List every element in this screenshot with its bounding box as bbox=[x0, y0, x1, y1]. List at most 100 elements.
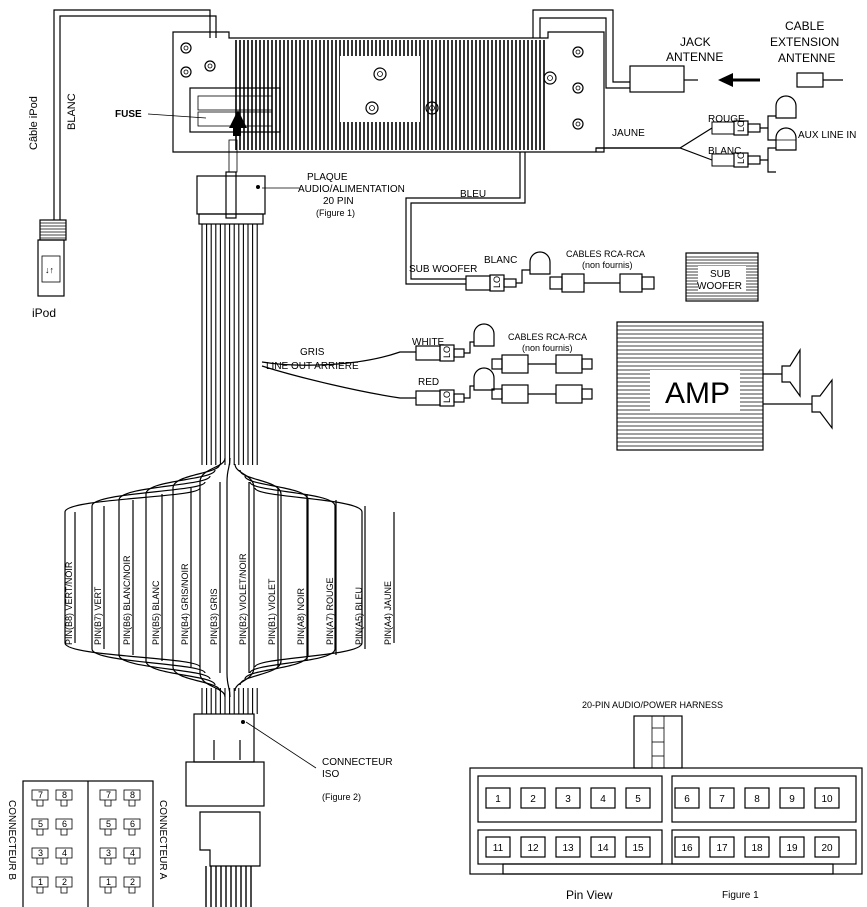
harness-pin-number: 9 bbox=[789, 794, 795, 805]
harness-pin-number: 1 bbox=[495, 794, 501, 805]
harness-pin bbox=[555, 787, 581, 809]
harness-pin-number: 10 bbox=[821, 794, 833, 805]
pin-label: PIN(B4) GRIS/NOIR bbox=[180, 563, 190, 645]
harness-pin bbox=[674, 836, 700, 858]
harness-pin-number: 7 bbox=[719, 794, 725, 805]
iso-pin-number: 6 bbox=[130, 819, 135, 829]
pin-label: PIN(B5) BLANC bbox=[151, 580, 161, 645]
non-fournis-1: (non fournis) bbox=[582, 260, 633, 270]
harness-pin-number: 16 bbox=[681, 843, 693, 854]
cable-extension-line2: EXTENSION bbox=[770, 35, 839, 49]
insert-arrow-icon bbox=[718, 73, 733, 87]
harness-pin-number: 11 bbox=[493, 843, 504, 854]
cable-extension-line3: ANTENNE bbox=[778, 51, 835, 65]
cables-rca-1: CABLES RCA-RCA bbox=[566, 249, 645, 259]
fuse-arrow-icon bbox=[229, 110, 247, 128]
harness-pin bbox=[709, 836, 735, 858]
svg-text:LO: LO bbox=[492, 276, 502, 288]
sub-woofer-box bbox=[685, 252, 759, 302]
amp-label: AMP bbox=[665, 377, 730, 410]
sub-box-line1: SUB bbox=[710, 269, 731, 280]
iso-pin-number: 1 bbox=[38, 877, 43, 887]
figure-1-label: Figure 1 bbox=[722, 890, 759, 901]
svg-text:LO: LO bbox=[442, 391, 452, 403]
connecteur-iso-line1: CONNECTEUR bbox=[322, 757, 393, 768]
harness-pin-number: 17 bbox=[716, 843, 728, 854]
iso-pin-number: 3 bbox=[38, 848, 43, 858]
harness-pin bbox=[709, 787, 735, 809]
iso-pin-number: 1 bbox=[106, 877, 111, 887]
harness-pin-number: 13 bbox=[562, 843, 574, 854]
gris-label: GRIS bbox=[300, 347, 325, 358]
harness-pin-number: 6 bbox=[684, 794, 690, 805]
pin-label: PIN(B2) VIOLET/NOIR bbox=[238, 553, 248, 645]
harness-pin bbox=[520, 787, 546, 809]
plaque-connector bbox=[196, 171, 266, 225]
iso-pin-number: 5 bbox=[38, 819, 43, 829]
ipod-cable: ↓↑ bbox=[37, 9, 217, 297]
rouge-label: ROUGE bbox=[708, 114, 745, 125]
harness-title: 20-PIN AUDIO/POWER HARNESS bbox=[582, 700, 723, 710]
ipod-label: iPod bbox=[32, 306, 56, 320]
pin-label: PIN(B8) VERT/NOIR bbox=[64, 561, 74, 645]
red-label: RED bbox=[418, 377, 439, 388]
wire-bundle bbox=[201, 224, 258, 714]
plaque-line1: PLAQUE bbox=[307, 172, 348, 183]
aux-line-in-cable: LO LO bbox=[595, 95, 797, 173]
pin-label: PIN(B6) BLANC/NOIR bbox=[122, 555, 132, 645]
svg-text:LO: LO bbox=[736, 152, 746, 164]
harness-pin bbox=[625, 787, 651, 809]
jack-antenne-line2: ANTENNE bbox=[666, 50, 723, 64]
ipod-cable-label: Câble iPod bbox=[28, 96, 40, 150]
iso-pin-number: 2 bbox=[130, 877, 135, 887]
harness-pin-number: 8 bbox=[754, 794, 760, 805]
harness-pin bbox=[779, 836, 805, 858]
svg-text:LO: LO bbox=[442, 346, 452, 358]
harness-pin-number: 2 bbox=[530, 794, 536, 805]
harness-pin bbox=[485, 787, 511, 809]
iso-pin-number: 7 bbox=[106, 790, 111, 800]
harness-pin bbox=[590, 836, 616, 858]
sub-woofer-cable: LO bbox=[405, 152, 655, 293]
speaker-icon bbox=[781, 347, 801, 398]
pin-label: PIN(A8) NOIR bbox=[296, 587, 306, 645]
iso-pin-number: 2 bbox=[62, 877, 67, 887]
cables-rca-2: CABLES RCA-RCA bbox=[508, 332, 587, 342]
blanc-sub-label: BLANC bbox=[484, 255, 517, 266]
harness-pin bbox=[814, 836, 840, 858]
head-unit bbox=[172, 31, 605, 173]
harness-pin bbox=[485, 836, 511, 858]
cable-extension-line1: CABLE bbox=[785, 19, 824, 33]
iso-pin-number: 8 bbox=[130, 790, 135, 800]
harness-pin bbox=[814, 787, 840, 809]
connecteur-a-label: CONNECTEUR A bbox=[157, 800, 168, 880]
pin-label: PIN(B3) GRIS bbox=[209, 588, 219, 645]
harness-pin bbox=[744, 836, 770, 858]
harness-pin bbox=[555, 836, 581, 858]
jaune-label: JAUNE bbox=[612, 128, 645, 139]
amplifier bbox=[616, 321, 833, 451]
harness-pin bbox=[744, 787, 770, 809]
harness-pin bbox=[674, 787, 700, 809]
iso-pin-number: 3 bbox=[106, 848, 111, 858]
harness-pin-number: 14 bbox=[597, 843, 609, 854]
iso-pin-number: 8 bbox=[62, 790, 67, 800]
plaque-line3: 20 PIN bbox=[323, 196, 354, 207]
wire-loops: PIN(B8) VERT/NOIR PIN(B7) VERT PIN(B6) BLA… bbox=[64, 457, 395, 698]
svg-text:LO: LO bbox=[736, 120, 746, 132]
pin-label: PIN(A5) BLEU bbox=[354, 587, 364, 645]
harness-pin bbox=[625, 836, 651, 858]
non-fournis-2: (non fournis) bbox=[522, 343, 573, 353]
sub-box-line2: WOOFER bbox=[697, 281, 742, 292]
harness-pin-number: 18 bbox=[751, 843, 763, 854]
pin-label: PIN(B1) VIOLET bbox=[267, 578, 277, 645]
harness-pin-number: 5 bbox=[635, 794, 641, 805]
plaque-line4: (Figure 1) bbox=[316, 208, 355, 218]
sub-woofer-label: SUB WOOFER bbox=[409, 264, 477, 275]
iso-pin-number: 6 bbox=[62, 819, 67, 829]
pin-label: PIN(B7) VERT bbox=[93, 586, 103, 645]
aux-line-in-label: AUX LINE IN bbox=[798, 130, 856, 141]
